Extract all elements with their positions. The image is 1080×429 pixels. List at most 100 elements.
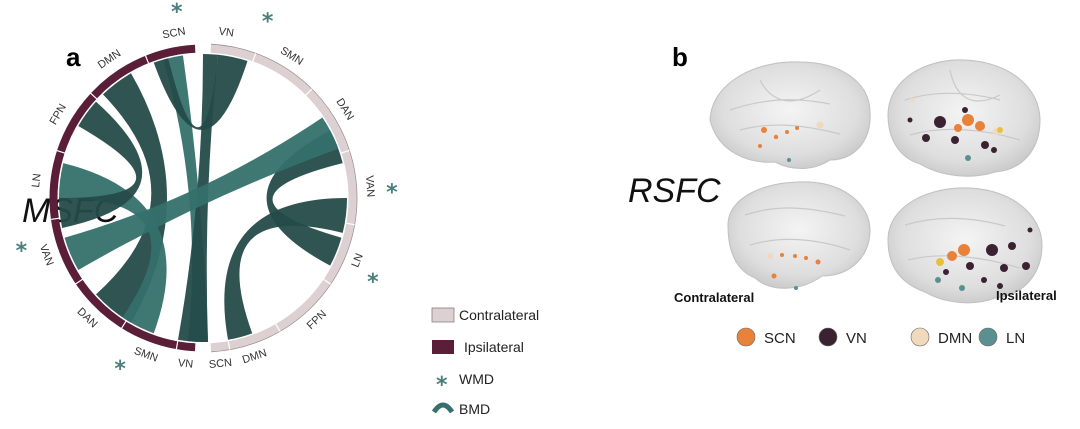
segment-tick — [50, 217, 60, 221]
ipsilateral-label-fpn: FPN — [48, 102, 69, 127]
brain-bottom-left — [727, 181, 871, 290]
node-vn — [997, 283, 1003, 289]
contralateral-label-fpn: FPN — [305, 308, 329, 332]
segment-tick — [144, 54, 150, 64]
ipsilateral-label-scn: SCN — [162, 26, 187, 42]
node-ln — [965, 155, 971, 161]
node-vn — [1008, 242, 1016, 250]
ipsilateral-label-dan: DAN — [75, 306, 100, 331]
contralateral-label-dan: DAN — [333, 96, 356, 122]
node-ln — [959, 285, 965, 291]
segment-tick — [322, 278, 332, 285]
legend-contralateral: Contralateral — [459, 307, 539, 323]
panel-b-letter: b — [672, 42, 688, 72]
node-scn — [815, 259, 821, 265]
ribbon-contra-van-dmn — [224, 198, 347, 340]
segment-tick — [305, 88, 313, 96]
node-ln — [787, 158, 791, 162]
rsfc-label: RSFC — [628, 172, 721, 210]
node-vn — [943, 269, 949, 275]
contralateral-swatch — [431, 307, 455, 323]
ipsilateral-arc — [49, 44, 196, 352]
wmd-star-icon: * — [262, 9, 274, 34]
node-scn — [795, 126, 799, 130]
segment-tick — [120, 320, 127, 329]
ipsilateral-label-ln: LN — [30, 173, 43, 188]
legend-label-vn: VN — [846, 330, 867, 347]
ribbon-van-dan — [64, 117, 339, 270]
node-scn — [975, 121, 985, 131]
node-scn — [773, 134, 779, 140]
segment-tick — [89, 92, 98, 100]
node-vn — [962, 107, 968, 113]
ribbon-vn-scn — [153, 54, 248, 130]
segment-tick — [56, 149, 66, 154]
ipsilateral-label-vn: VN — [177, 357, 194, 371]
legend-dot-dmn — [910, 327, 930, 347]
contralateral-arc-outline — [211, 43, 358, 353]
wmd-star-icon: * — [16, 239, 28, 264]
ribbon-van-fpn — [59, 101, 143, 228]
contralateral-label-ln: LN — [350, 252, 366, 270]
node-scn — [793, 254, 797, 258]
brain-bottom-right — [887, 187, 1043, 304]
contralateral-arc — [210, 44, 357, 352]
node-vn — [907, 117, 913, 123]
legend-dot-scn — [736, 327, 756, 347]
ribbon-dmn-smn — [95, 73, 167, 323]
node-vn — [981, 141, 989, 149]
bmd-arc-icon — [431, 402, 455, 414]
node-vn — [922, 134, 930, 142]
brain-top-right — [887, 59, 1041, 177]
node-vn — [951, 136, 959, 144]
segment-tick — [74, 278, 84, 285]
node-scn — [954, 124, 962, 132]
segment-tick — [345, 222, 355, 226]
node-ln — [794, 286, 798, 290]
ribbon-group — [59, 54, 347, 343]
ipsilateral-label-smn: SMN — [132, 345, 159, 365]
contralateral-label-vn: VN — [218, 26, 235, 40]
node-dmn — [936, 258, 944, 266]
contralateral-label-dmn: DMN — [241, 347, 269, 366]
node-scn — [958, 244, 970, 256]
legend-label-dmn: DMN — [938, 330, 972, 347]
wmd-stars: ****** — [16, 0, 399, 382]
legend-dot-vn — [818, 327, 838, 347]
node-scn — [785, 130, 789, 134]
contralateral-label: Contralateral — [674, 290, 754, 305]
node-scn — [780, 253, 784, 257]
node-vn — [1000, 264, 1008, 272]
node-scn — [758, 144, 762, 148]
brain-top-left — [709, 61, 871, 169]
wmd-star-icon: * — [436, 373, 448, 398]
legend-dot-ln — [978, 327, 998, 347]
segment-tick — [175, 340, 179, 350]
node-ln — [935, 277, 941, 283]
legend-ipsilateral: Ipsilateral — [464, 339, 524, 355]
node-dmn — [767, 253, 773, 259]
legend-label-scn: SCN — [764, 330, 796, 347]
contralateral-label-smn: SMN — [278, 45, 305, 68]
contralateral-label-scn: SCN — [208, 357, 232, 371]
segment-tick — [252, 53, 257, 62]
node-dmn — [997, 127, 1003, 133]
arc-group — [49, 43, 358, 353]
node-scn — [771, 273, 777, 279]
node-scn — [761, 127, 767, 133]
ribbon-ln-smn — [59, 163, 167, 334]
wmd-star-icon: * — [367, 270, 379, 295]
ipsilateral-swatch — [432, 340, 454, 354]
segment-tick — [274, 323, 281, 332]
node-scn — [804, 256, 808, 260]
node-vn — [1022, 262, 1030, 270]
node-vn — [1027, 227, 1033, 233]
wmd-star-icon: * — [114, 357, 126, 382]
panel-a-letter: a — [66, 42, 81, 72]
ipsilateral-label: Ipsilateral — [996, 288, 1057, 303]
node-dmn — [816, 121, 824, 129]
wmd-star-icon: * — [386, 180, 398, 205]
node-vn — [934, 116, 946, 128]
node-vn — [981, 277, 987, 283]
